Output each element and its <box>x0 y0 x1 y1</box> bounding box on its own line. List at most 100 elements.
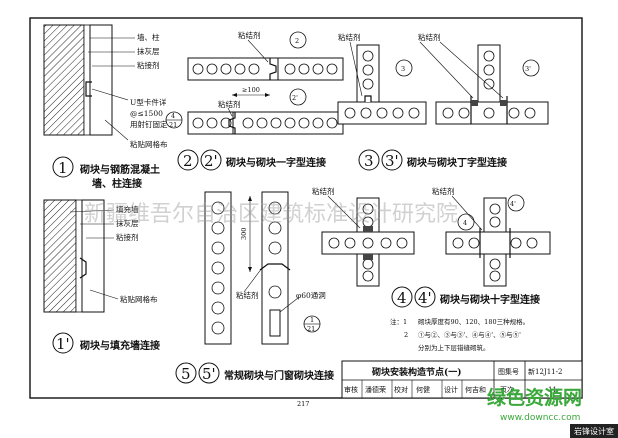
detail-caption-line1: 砌块与钢筋混凝土 <box>79 163 160 176</box>
label-adhesive-b: 粘结剂 <box>418 32 441 42</box>
sheet-border <box>29 17 583 399</box>
dimension-height: 300 <box>240 228 248 240</box>
detail-number-a: 2 <box>183 152 193 170</box>
atlas-label: 图集号 <box>498 367 519 376</box>
callout-4-prime <box>507 194 525 212</box>
notes-line2-prefix: 2 <box>404 331 408 339</box>
sheet-page-number: 217 <box>297 400 309 408</box>
label-mesh: 粘贴网格布 <box>130 139 168 149</box>
design-label: 设计 <box>444 385 458 394</box>
detail-number-a: 3 <box>364 152 374 170</box>
svg-text:4: 4 <box>171 112 175 120</box>
detail-number-circle <box>52 156 74 178</box>
label-adhesive-a: 粘结剂 <box>312 186 335 196</box>
detail-caption: 砌块与砌块十字型连接 <box>439 293 540 306</box>
label-wall-column: 墙、柱 <box>137 32 160 42</box>
reference-symbol: 4 21 <box>165 111 183 129</box>
svg-text:21: 21 <box>307 325 315 333</box>
label-adhesive-b: 粘结剂 <box>432 186 455 196</box>
detail-4: 粘结剂 粘结剂 4 4' 4 4' 砌块与砌块十字型连接 <box>312 186 551 308</box>
label-spacing: @≤1500 <box>130 109 163 118</box>
detail-3: 粘结剂 粘结剂 3 3' 3 3' 砌块与砌块丁字型连接 <box>337 32 549 171</box>
notes: 注：1 砌块厚度有90、120、180三种规格。 2 ①与②、③与③'、④与④'… <box>390 317 529 352</box>
label-plaster: 抹灰层 <box>116 218 139 228</box>
detail-1: 墙、柱 抹灰层 粘接剂 U型卡件详 @≤1500 用射钉固定 粘贴网格布 4 2… <box>43 24 183 190</box>
page-label: 页次 <box>500 385 514 394</box>
vertical-block-b <box>477 44 501 103</box>
page-number-box: 11 <box>548 386 557 394</box>
label-adhesive-top: 粘结剂 <box>238 30 261 40</box>
detail-caption: 砌块与填充墙连接 <box>79 339 160 352</box>
notes-line1: 砌块厚度有90、120、180三种规格。 <box>418 317 529 326</box>
regular-block <box>204 191 232 345</box>
callout-2 <box>289 31 307 49</box>
center-watermark: 新疆维吾尔自治区建筑标准设计研究院 <box>84 202 458 227</box>
label-adhesive-bottom: 粘结剂 <box>218 99 241 109</box>
atlas-number: 新12J11-2 <box>528 367 562 376</box>
label-adhesive: 粘接剂 <box>137 60 160 70</box>
label-through-hole: φ60通洞 <box>296 290 326 300</box>
block-wall <box>89 24 113 136</box>
drawing-title: 砌块安装构造节点(一) <box>371 366 462 378</box>
detail-caption: 砌块与砌块丁字型连接 <box>406 156 507 169</box>
detail-caption: 常规砌块与门窗砌块连接 <box>224 369 334 382</box>
svg-text:21: 21 <box>169 121 177 129</box>
detail-number-circle-a <box>177 149 199 171</box>
svg-text:2: 2 <box>295 37 299 45</box>
infill-wall <box>43 199 77 313</box>
label-mesh: 粘贴网格布 <box>120 294 158 304</box>
concrete-column <box>43 24 85 136</box>
notes-line3: 分别为上下层错缝砌筑。 <box>418 343 490 352</box>
detail-number: 1' <box>56 335 70 353</box>
block-row-top <box>187 57 344 81</box>
label-u-clip: U型卡件详 <box>130 97 167 107</box>
detail-number-circle <box>52 332 74 354</box>
detail-number: 1 <box>58 159 68 177</box>
horizontal-wall-a <box>337 101 427 125</box>
label-adhesive: 粘接剂 <box>116 232 139 242</box>
check-label: 校对 <box>394 385 408 394</box>
check-name: 何健 <box>416 385 430 394</box>
callout-4 <box>457 213 475 231</box>
svg-text:4: 4 <box>463 219 467 227</box>
callout-3 <box>395 59 413 77</box>
detail-caption-line2: 墙、柱连接 <box>92 177 142 190</box>
site-watermark: www.downcc.com <box>500 413 580 423</box>
label-nail: 用射钉固定 <box>130 119 168 129</box>
label-plaster: 抹灰层 <box>137 46 160 56</box>
svg-text:1: 1 <box>310 316 314 324</box>
detail-number-circle-b <box>414 286 436 308</box>
svg-text:3': 3' <box>525 65 531 73</box>
detail-5: 300 粘结剂 φ60通洞 1 21 5 5' 常规砌块与门窗砌块连接 <box>175 191 334 384</box>
design-name: 何吉和 <box>465 385 486 394</box>
plaster-layer <box>83 24 91 136</box>
plaster-layer <box>75 199 83 313</box>
detail-number-b: 3' <box>385 152 399 170</box>
title-block: 砌块安装构造节点(一) 图集号 新12J11-2 审核 潘德荣 校对 何健 设计… <box>341 360 583 399</box>
label-adhesive: 粘结剂 <box>236 290 259 300</box>
u-clip <box>85 81 92 97</box>
svg-text:3: 3 <box>401 65 405 73</box>
corner-watermark: 岩锋设计室 <box>574 426 614 436</box>
detail-number-a: 4 <box>397 289 407 307</box>
callout-3-prime <box>522 59 540 77</box>
detail-number-circle-b <box>198 362 220 384</box>
detail-number-circle-b <box>200 149 222 171</box>
callout-2-prime <box>289 88 307 106</box>
dimension-min-overlap: ≥100 <box>242 86 260 94</box>
detail-number-a: 5 <box>181 365 191 383</box>
detail-number-b: 4' <box>418 289 432 307</box>
detail-caption: 砌块与砌块一字型连接 <box>225 156 326 169</box>
detail-number-circle-a <box>358 149 380 171</box>
reference-symbol: 1 21 <box>303 315 321 333</box>
notes-line2: ①与②、③与③'、④与④'、⑤与⑤' <box>418 331 521 339</box>
review-label: 审核 <box>344 385 358 394</box>
review-name: 潘德荣 <box>365 385 386 394</box>
detail-1-prime: 填充墙 抹灰层 粘接剂 粘贴网格布 1' 砌块与填充墙连接 <box>43 199 160 354</box>
detail-number-circle-b <box>381 149 403 171</box>
svg-text:4': 4' <box>510 200 516 208</box>
vertical-block-a <box>356 44 380 103</box>
block-wall <box>81 199 105 313</box>
label-infill-wall: 填充墙 <box>116 204 139 214</box>
